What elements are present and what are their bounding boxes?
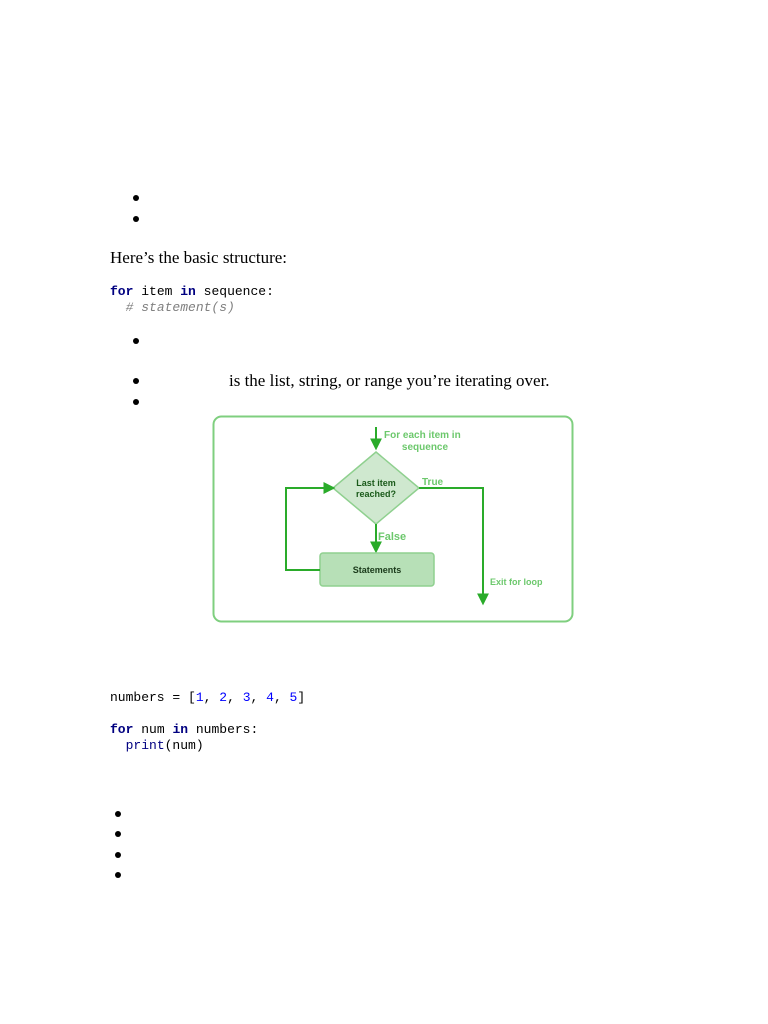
code-argument: (num) xyxy=(164,738,204,753)
bullet xyxy=(133,399,139,405)
code-keyword: for xyxy=(110,284,134,299)
code-keyword: in xyxy=(180,284,196,299)
exit-label: Exit for loop xyxy=(490,577,543,587)
bullet xyxy=(115,831,121,837)
true-branch-arrow xyxy=(419,487,489,606)
code-number: 1 xyxy=(195,690,204,705)
start-label-line1: For each item in xyxy=(384,430,461,441)
flowchart-frame xyxy=(212,415,574,623)
code-identifier: numbers: xyxy=(195,722,259,737)
code-identifier: item xyxy=(141,284,173,299)
code-block-example: numbers = [1, 2, 3, 4, 5] for num in num… xyxy=(110,690,306,753)
bullet xyxy=(133,195,139,201)
bullet xyxy=(115,872,121,878)
statements-label: Statements xyxy=(353,565,402,575)
code-number: 3 xyxy=(242,690,251,705)
decision-label-line2: reached? xyxy=(356,489,396,499)
code-identifier: num xyxy=(141,722,165,737)
code-operator: = xyxy=(172,690,181,705)
code-identifier: numbers xyxy=(110,690,165,705)
decision-label-line1: Last item xyxy=(356,478,396,488)
code-keyword: for xyxy=(110,722,134,737)
loop-back-arrow xyxy=(285,482,336,571)
code-identifier: sequence: xyxy=(203,284,274,299)
intro-paragraph: Here’s the basic structure: xyxy=(110,248,288,267)
bullet xyxy=(133,338,139,344)
sequence-description: is the list, string, or range you’re ite… xyxy=(229,371,550,390)
false-label: False xyxy=(378,531,406,543)
true-label: True xyxy=(422,477,444,488)
start-label-line2: sequence xyxy=(402,442,449,453)
code-number: 5 xyxy=(289,690,298,705)
bullet xyxy=(115,811,121,817)
code-number: 2 xyxy=(219,690,228,705)
code-bracket: ] xyxy=(297,690,306,705)
bullet xyxy=(133,216,139,222)
for-loop-flowchart: For each item in sequence Last item reac… xyxy=(212,415,574,623)
code-block-structure: for item in sequence: # statement(s) xyxy=(110,284,274,316)
bullet xyxy=(115,852,121,858)
code-function: print xyxy=(125,738,165,753)
code-keyword: in xyxy=(172,722,189,737)
code-bracket: [ xyxy=(188,690,196,705)
code-comment: # statement(s) xyxy=(125,300,235,315)
bullet xyxy=(133,378,139,384)
code-number: 4 xyxy=(266,690,274,705)
